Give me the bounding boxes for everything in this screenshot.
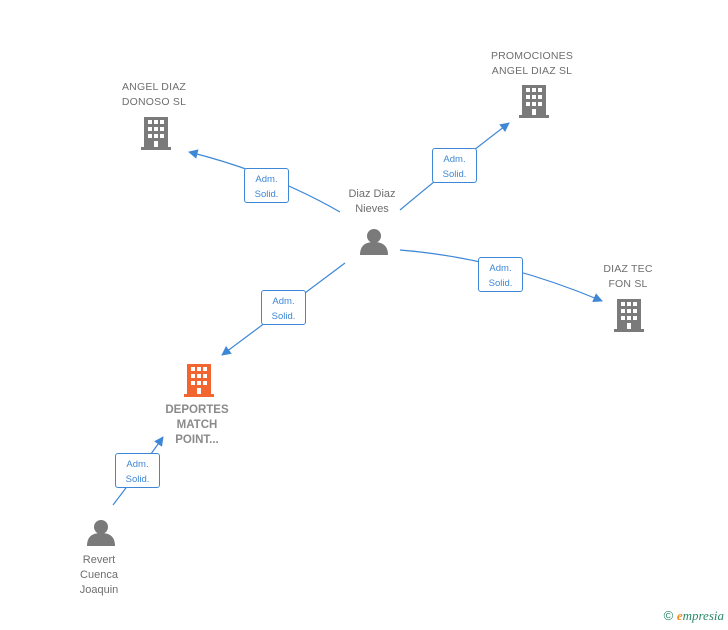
- edge-label-adm-solid[interactable]: Adm. Solid.: [261, 290, 306, 325]
- node-label-center-person[interactable]: Diaz Diaz Nieves: [348, 188, 396, 215]
- edge-label-adm-solid[interactable]: Adm. Solid.: [244, 168, 289, 203]
- node-label-deportes-match-point[interactable]: DEPORTES MATCH POINT...: [165, 404, 229, 446]
- building-icon-highlighted[interactable]: [184, 364, 214, 397]
- person-icon[interactable]: [360, 229, 388, 255]
- node-label-diaz-tec-fon[interactable]: DIAZ TEC FON SL: [603, 263, 653, 290]
- node-label-promociones[interactable]: PROMOCIONES ANGEL DIAZ SL: [490, 50, 574, 77]
- edge-label-adm-solid[interactable]: Adm. Solid.: [432, 148, 477, 183]
- empresia-copyright: © empresia: [664, 608, 724, 624]
- building-icon[interactable]: [614, 299, 644, 332]
- person-icon[interactable]: [87, 520, 115, 546]
- node-label-revert-cuenca[interactable]: Revert Cuenca Joaquin: [79, 554, 119, 596]
- edge-label-adm-solid[interactable]: Adm. Solid.: [115, 453, 160, 488]
- building-icon[interactable]: [141, 117, 171, 150]
- empresia-logo: empresia: [676, 608, 724, 623]
- building-icon[interactable]: [519, 85, 549, 118]
- edge-label-adm-solid[interactable]: Adm. Solid.: [478, 257, 523, 292]
- copyright-symbol: ©: [663, 608, 674, 623]
- node-label-angel-diaz-donoso[interactable]: ANGEL DIAZ DONOSO SL: [121, 81, 187, 108]
